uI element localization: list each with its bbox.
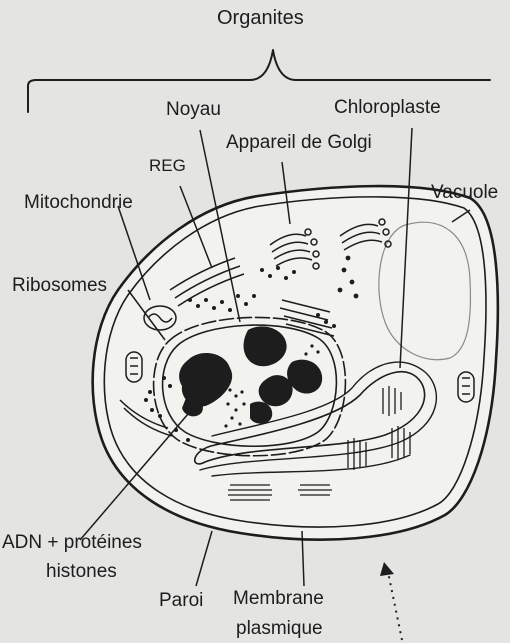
label-reg: REG	[149, 157, 186, 174]
label-vacuole: Vacuole	[431, 183, 498, 202]
label-membrane-line2: plasmique	[236, 619, 323, 638]
label-noyau: Noyau	[166, 100, 221, 119]
label-appareil-golgi: Appareil de Golgi	[226, 133, 372, 152]
label-chloroplaste: Chloroplaste	[334, 98, 441, 117]
label-ribosomes: Ribosomes	[12, 276, 107, 295]
label-mitochondrie: Mitochondrie	[24, 193, 133, 212]
label-adn-line1: ADN + protéines	[2, 533, 142, 552]
label-paroi: Paroi	[159, 591, 203, 610]
label-adn-line2: histones	[46, 562, 117, 581]
dotted-arrow	[380, 562, 402, 640]
title-organites: Organites	[217, 8, 304, 28]
label-membrane-line1: Membrane	[233, 589, 324, 608]
